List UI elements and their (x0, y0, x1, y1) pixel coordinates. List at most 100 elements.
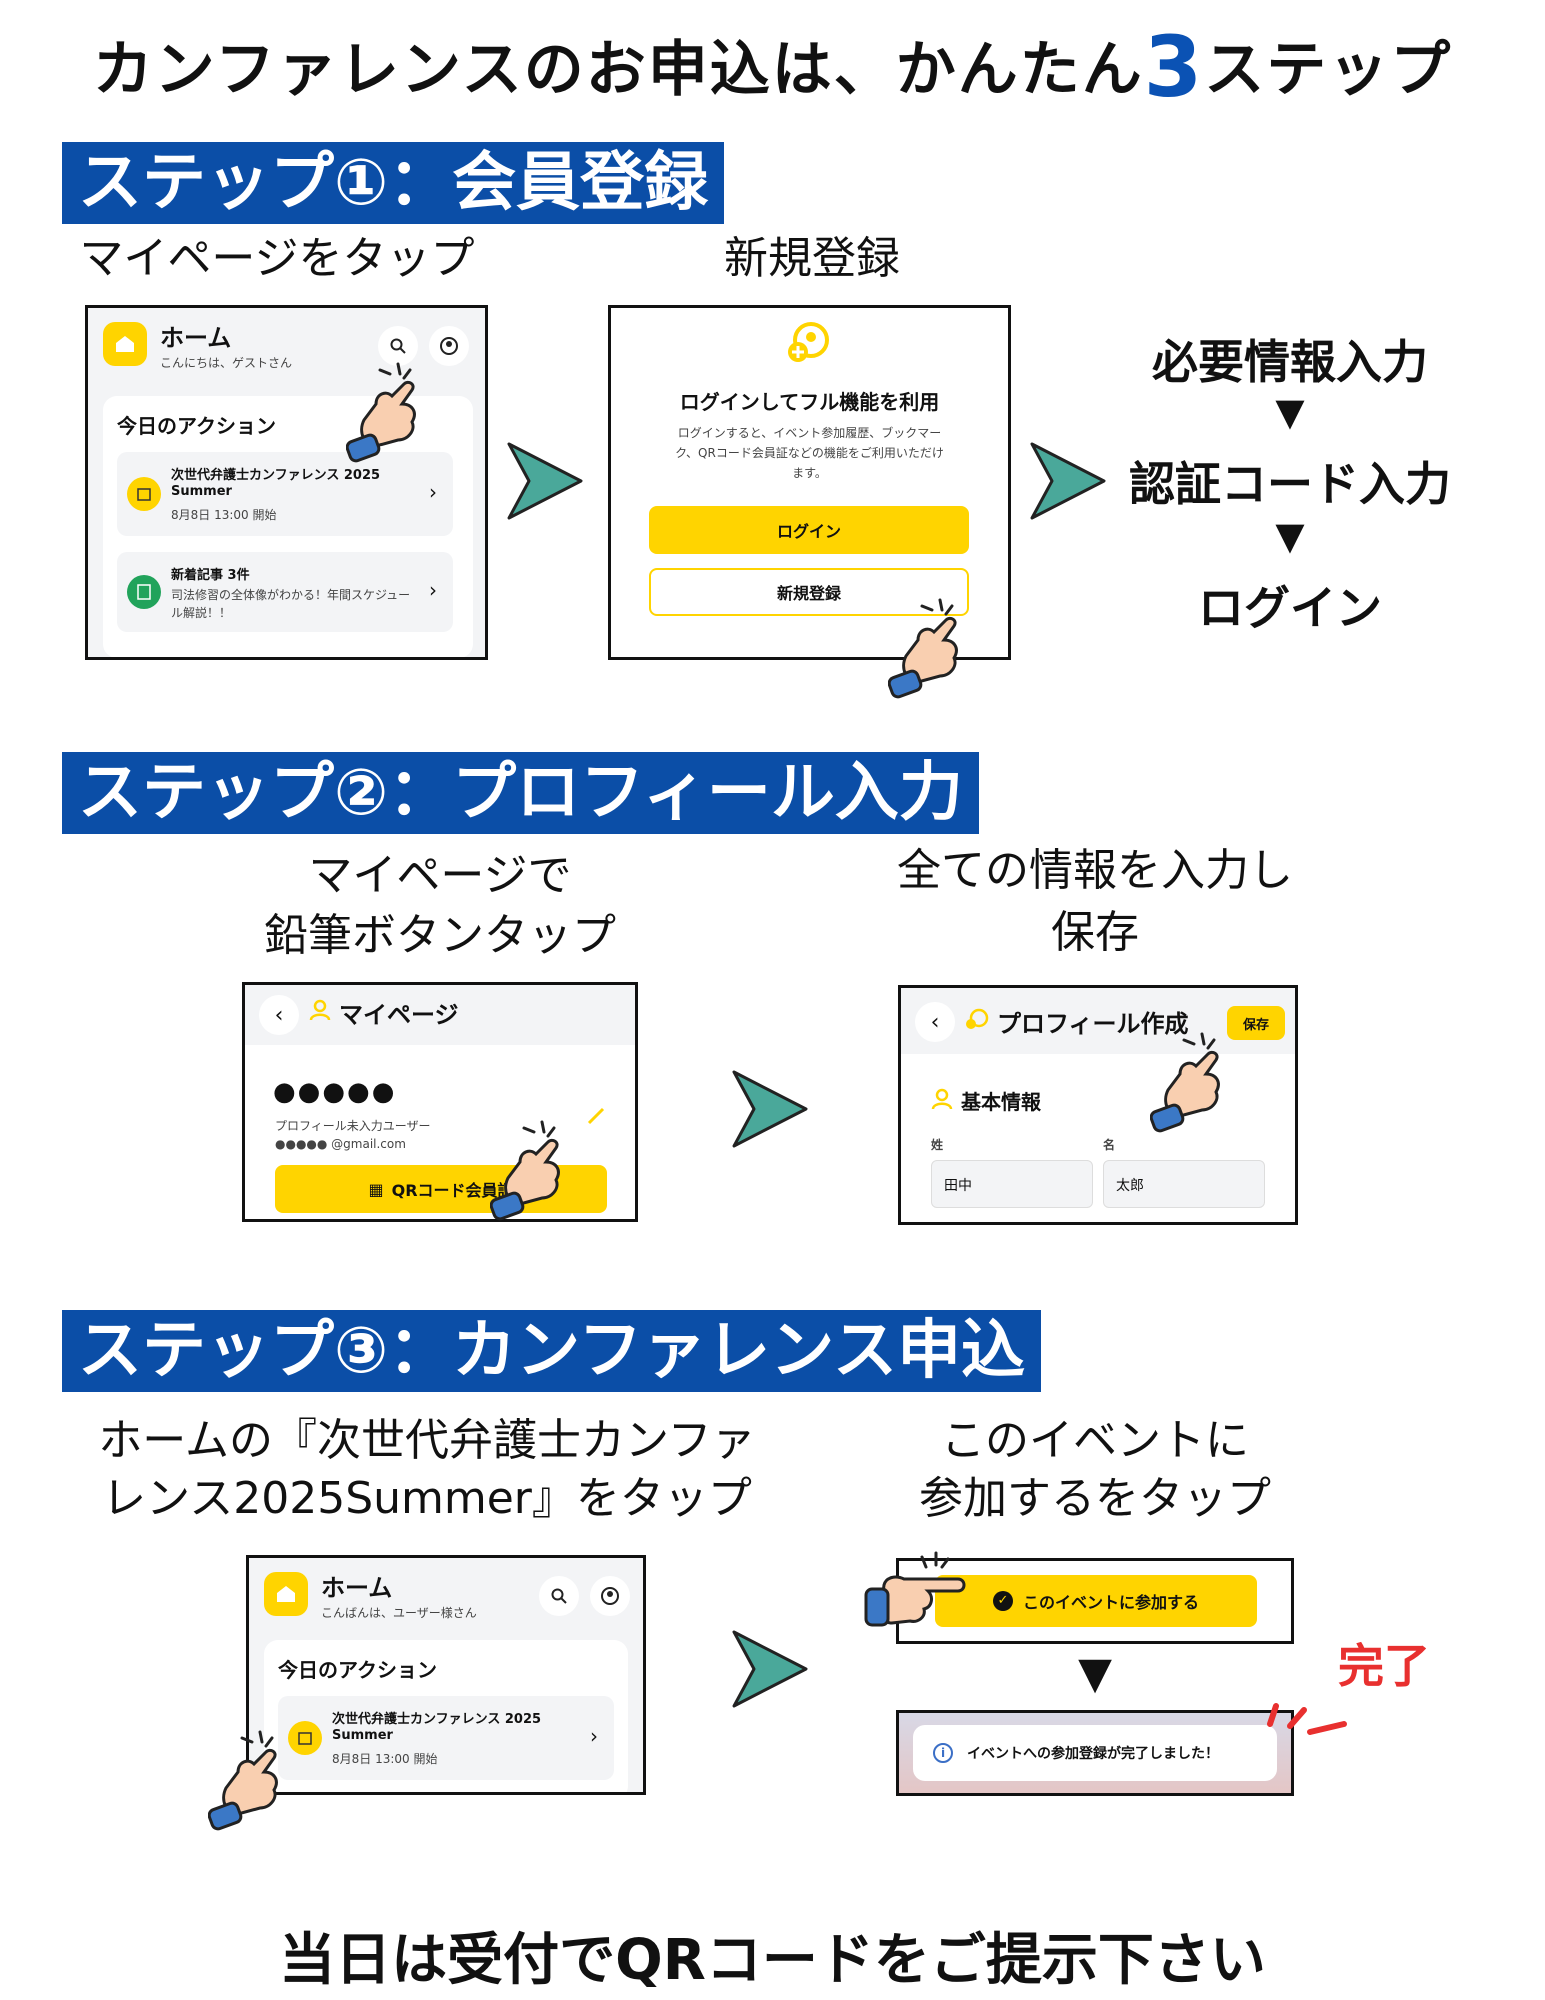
step1-caption-mypage: マイページをタップ (79, 233, 475, 284)
join-screenshot: ✓ このイベントに参加する (896, 1558, 1294, 1644)
step2-caption-mypage: マイページで (308, 850, 572, 901)
tap-hand-icon (1150, 1032, 1220, 1133)
search-icon[interactable] (378, 326, 418, 366)
page-title: カンファレンスのお申込は、かんたん3ステップ (92, 18, 1453, 116)
step3-caption-join: このイベントに (941, 1415, 1249, 1466)
basic-info-heading: 基本情報 (961, 1090, 1041, 1114)
login-desc: ログインすると、イベント参加履歴、ブックマー (677, 426, 942, 440)
home-icon (103, 322, 147, 366)
actions-title: 今日のアクション (117, 414, 276, 438)
step2-caption-save: 保存 (1051, 907, 1139, 958)
step3-banner: ステップ③：カンファレンス申込 (62, 1310, 1041, 1392)
today-actions-card: 今日のアクション 次世代弁護士カンファレンス 2025 Summer 8月8日 … (103, 396, 473, 657)
login-desc-3: ます。 (792, 466, 827, 480)
actions-title: 今日のアクション (278, 1658, 437, 1682)
masked-name: ●●●●● (273, 1077, 397, 1107)
add-user-icon (785, 322, 833, 370)
down-triangle-icon: ▼ (1275, 390, 1305, 434)
step2-caption-input: 全ての情報を入力し (897, 845, 1293, 896)
step1-caption-register: 新規登録 (724, 233, 900, 284)
pencil-icon[interactable] (585, 1105, 607, 1131)
masked-email: ●●●●● @gmail.com (275, 1137, 406, 1151)
step3-caption-home: ホームの『次世代弁護士カンファ (98, 1415, 756, 1466)
complete-label: 完了 (1338, 1639, 1430, 1693)
event-item[interactable]: 次世代弁護士カンファレンス 2025 Summer 8月8日 13:00 開始 … (117, 452, 453, 536)
flow-auth-code: 認証コード入力 (1129, 457, 1451, 511)
article-desc: 司法修習の全体像がわかる！年間スケジュー (171, 588, 411, 602)
profile-status: プロフィール未入力ユーザー (275, 1119, 431, 1133)
home-greeting: こんにちは、ゲストさん (160, 356, 293, 370)
event-item[interactable]: 次世代弁護士カンファレンス 2025 Summer 8月8日 13:00 開始 … (278, 1696, 614, 1780)
first-name-label: 名 (1103, 1138, 1116, 1152)
tap-hand-icon (490, 1120, 560, 1221)
join-event-button[interactable]: ✓ このイベントに参加する (935, 1575, 1257, 1627)
user-icon[interactable] (429, 326, 469, 366)
event-title-2: Summer (332, 1728, 393, 1743)
check-circle-icon: ✓ (992, 1591, 1013, 1611)
login-desc-2: ク、QRコード会員証などの機能をご利用いただけ (675, 446, 944, 460)
user-icon[interactable] (590, 1576, 630, 1616)
success-toast: i イベントへの参加登録が完了しました！ (913, 1725, 1277, 1781)
profile-title: プロフィール作成 (997, 1010, 1189, 1038)
calendar-icon (288, 1721, 322, 1755)
home-screenshot-2: ホーム こんばんは、ユーザー様さん 今日のアクション 次世代弁護士カンファレンス… (246, 1555, 646, 1795)
tap-hand-icon (346, 362, 416, 463)
event-title: 次世代弁護士カンファレンス 2025 (332, 1712, 542, 1727)
user-icon (931, 1088, 953, 1114)
down-triangle-icon: ▼ (1078, 1648, 1112, 1699)
step2-banner: ステップ②：プロフィール入力 (62, 752, 979, 834)
register-button[interactable]: 新規登録 (649, 568, 969, 616)
article-item[interactable]: 新着記事 3件 司法修習の全体像がわかる！年間スケジュー ル解説！！ › (117, 552, 453, 632)
first-name-field[interactable]: 太郎 (1103, 1160, 1265, 1208)
step3-caption-home-2: レンス2025Summer』をタップ (102, 1473, 752, 1524)
footer-note: 当日は受付でQRコードをご提示下さい (279, 1928, 1266, 1993)
home-greeting: こんばんは、ユーザー様さん (321, 1606, 477, 1620)
back-icon[interactable]: ‹ (259, 995, 299, 1035)
last-name-field[interactable]: 田中 (931, 1160, 1093, 1208)
qr-icon: ▦ (368, 1179, 384, 1199)
arrow-right-icon (505, 440, 585, 522)
chevron-right-icon: › (429, 578, 437, 602)
home-icon (264, 1572, 308, 1616)
toast-screenshot: i イベントへの参加登録が完了しました！ (896, 1710, 1294, 1796)
step3-caption-join-2: 参加するをタップ (919, 1473, 1271, 1524)
profile-icon (965, 1008, 989, 1034)
emphasis-lines-icon (1267, 1703, 1347, 1735)
search-icon[interactable] (539, 1576, 579, 1616)
chevron-right-icon: › (429, 480, 437, 504)
back-icon[interactable]: ‹ (915, 1002, 955, 1042)
calendar-icon (127, 477, 161, 511)
last-name-label: 姓 (931, 1138, 944, 1152)
arrow-right-icon (1028, 440, 1108, 522)
step2-caption-pencil: 鉛筆ボタンタップ (264, 910, 616, 961)
event-date: 8月8日 13:00 開始 (332, 1752, 438, 1766)
home-title: ホーム (160, 324, 232, 352)
mypage-title: マイページ (339, 1001, 459, 1029)
step1-banner: ステップ①：会員登録 (62, 142, 725, 224)
home-title: ホーム (321, 1574, 393, 1602)
arrow-right-icon (730, 1628, 810, 1710)
article-desc-2: ル解説！！ (171, 606, 232, 620)
down-triangle-icon: ▼ (1275, 514, 1305, 558)
profile-screenshot: ‹ プロフィール作成 保存 基本情報 姓 名 田中 太郎 (898, 985, 1298, 1225)
user-icon (309, 999, 331, 1025)
chevron-right-icon: › (590, 1724, 598, 1748)
flow-required-info: 必要情報入力 (1152, 335, 1428, 389)
info-icon: i (933, 1743, 953, 1763)
tap-hand-icon (208, 1730, 278, 1831)
event-date: 8月8日 13:00 開始 (171, 508, 277, 522)
save-button[interactable]: 保存 (1227, 1006, 1285, 1040)
login-screenshot: ログインしてフル機能を利用 ログインすると、イベント参加履歴、ブックマー ク、Q… (608, 305, 1011, 660)
document-icon (127, 575, 161, 609)
article-title: 新着記事 3件 (171, 568, 250, 583)
event-title: 次世代弁護士カンファレンス 2025 (171, 468, 381, 483)
arrow-right-icon (730, 1068, 810, 1150)
today-actions-card: 今日のアクション 次世代弁護士カンファレンス 2025 Summer 8月8日 … (264, 1640, 628, 1792)
event-title-2: Summer (171, 484, 232, 499)
home-screenshot: ホーム こんにちは、ゲストさん 今日のアクション 次世代弁護士カンファレンス 2… (85, 305, 488, 660)
flow-login: ログイン (1198, 581, 1382, 635)
tap-hand-icon (888, 598, 958, 699)
login-heading: ログインしてフル機能を利用 (679, 390, 940, 414)
tap-hand-icon (864, 1551, 966, 1627)
login-button[interactable]: ログイン (649, 506, 969, 554)
